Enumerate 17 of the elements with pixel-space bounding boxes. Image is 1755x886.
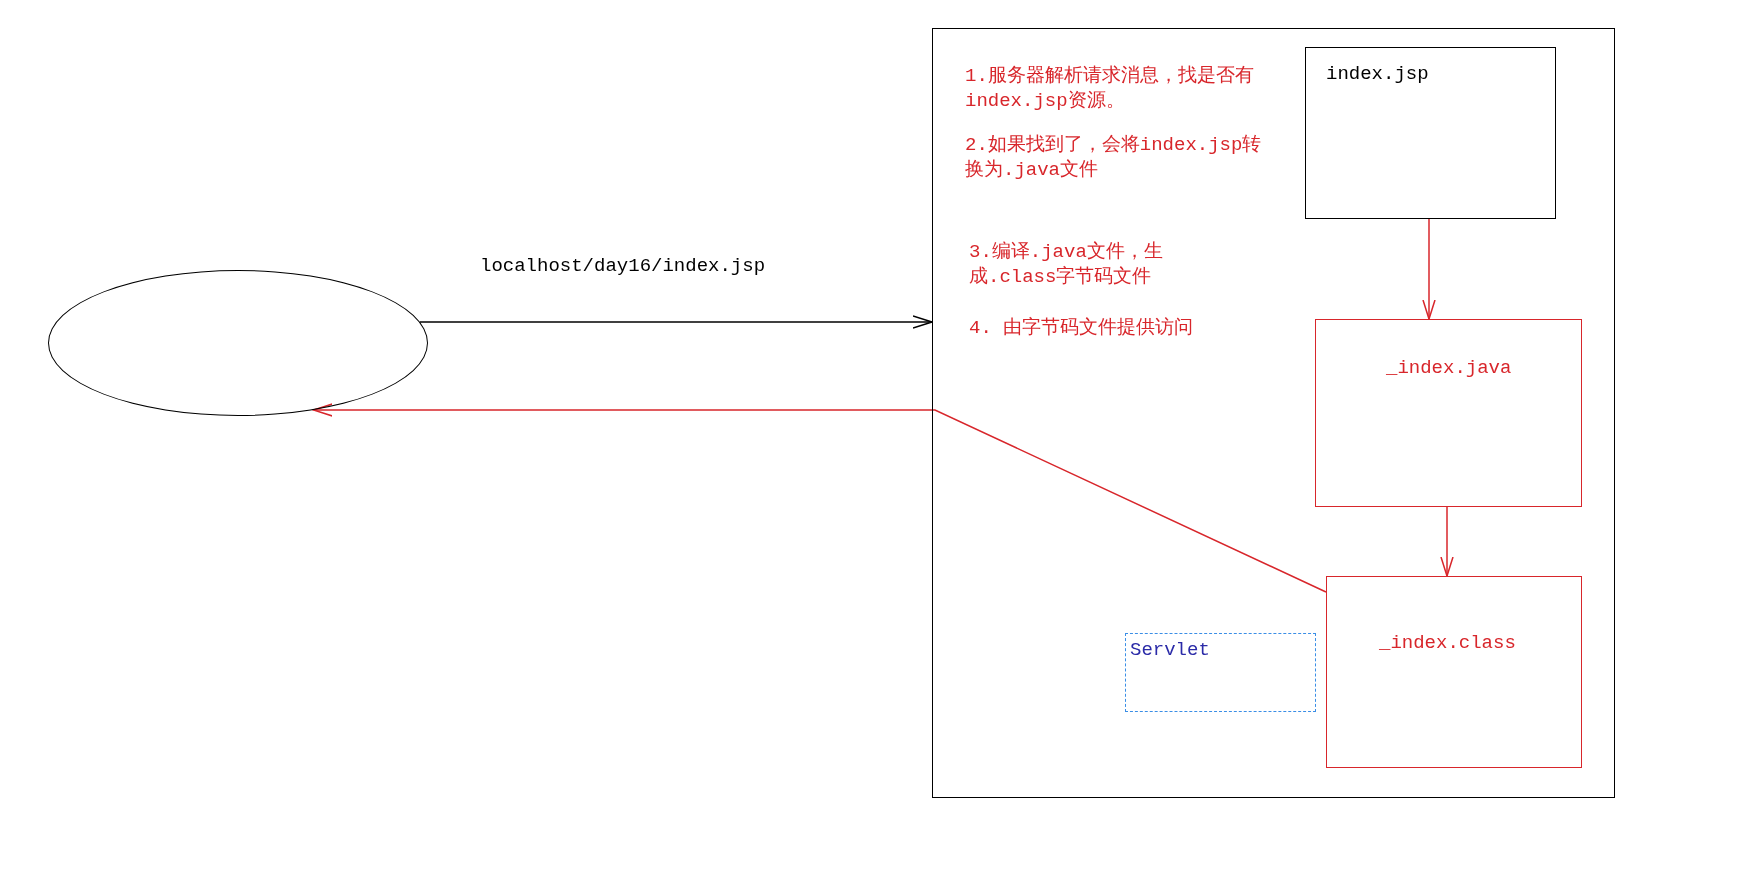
- server-box: [932, 28, 1615, 798]
- box-label: index.jsp: [1326, 62, 1429, 86]
- step-note: 2.如果找到了，会将index.jsp转换为.java文件: [965, 133, 1263, 183]
- dashed-text-box: [1125, 633, 1316, 712]
- file-box: [1305, 47, 1556, 219]
- arrow: [1422, 218, 1436, 320]
- step-note: 3.编译.java文件，生成.class字节码文件: [969, 240, 1164, 290]
- file-box: [1326, 576, 1582, 768]
- arrow: [1440, 506, 1454, 577]
- step-note: 4. 由字节码文件提供访问: [969, 316, 1195, 341]
- arrow: [419, 315, 933, 329]
- step-note: 1.服务器解析请求消息，找是否有index.jsp资源。: [965, 64, 1255, 114]
- box-label: _index.java: [1386, 356, 1512, 380]
- box-label: Servlet: [1130, 638, 1210, 662]
- arrow: [312, 403, 1327, 593]
- box-label: _index.class: [1379, 631, 1516, 655]
- file-box: [1315, 319, 1582, 507]
